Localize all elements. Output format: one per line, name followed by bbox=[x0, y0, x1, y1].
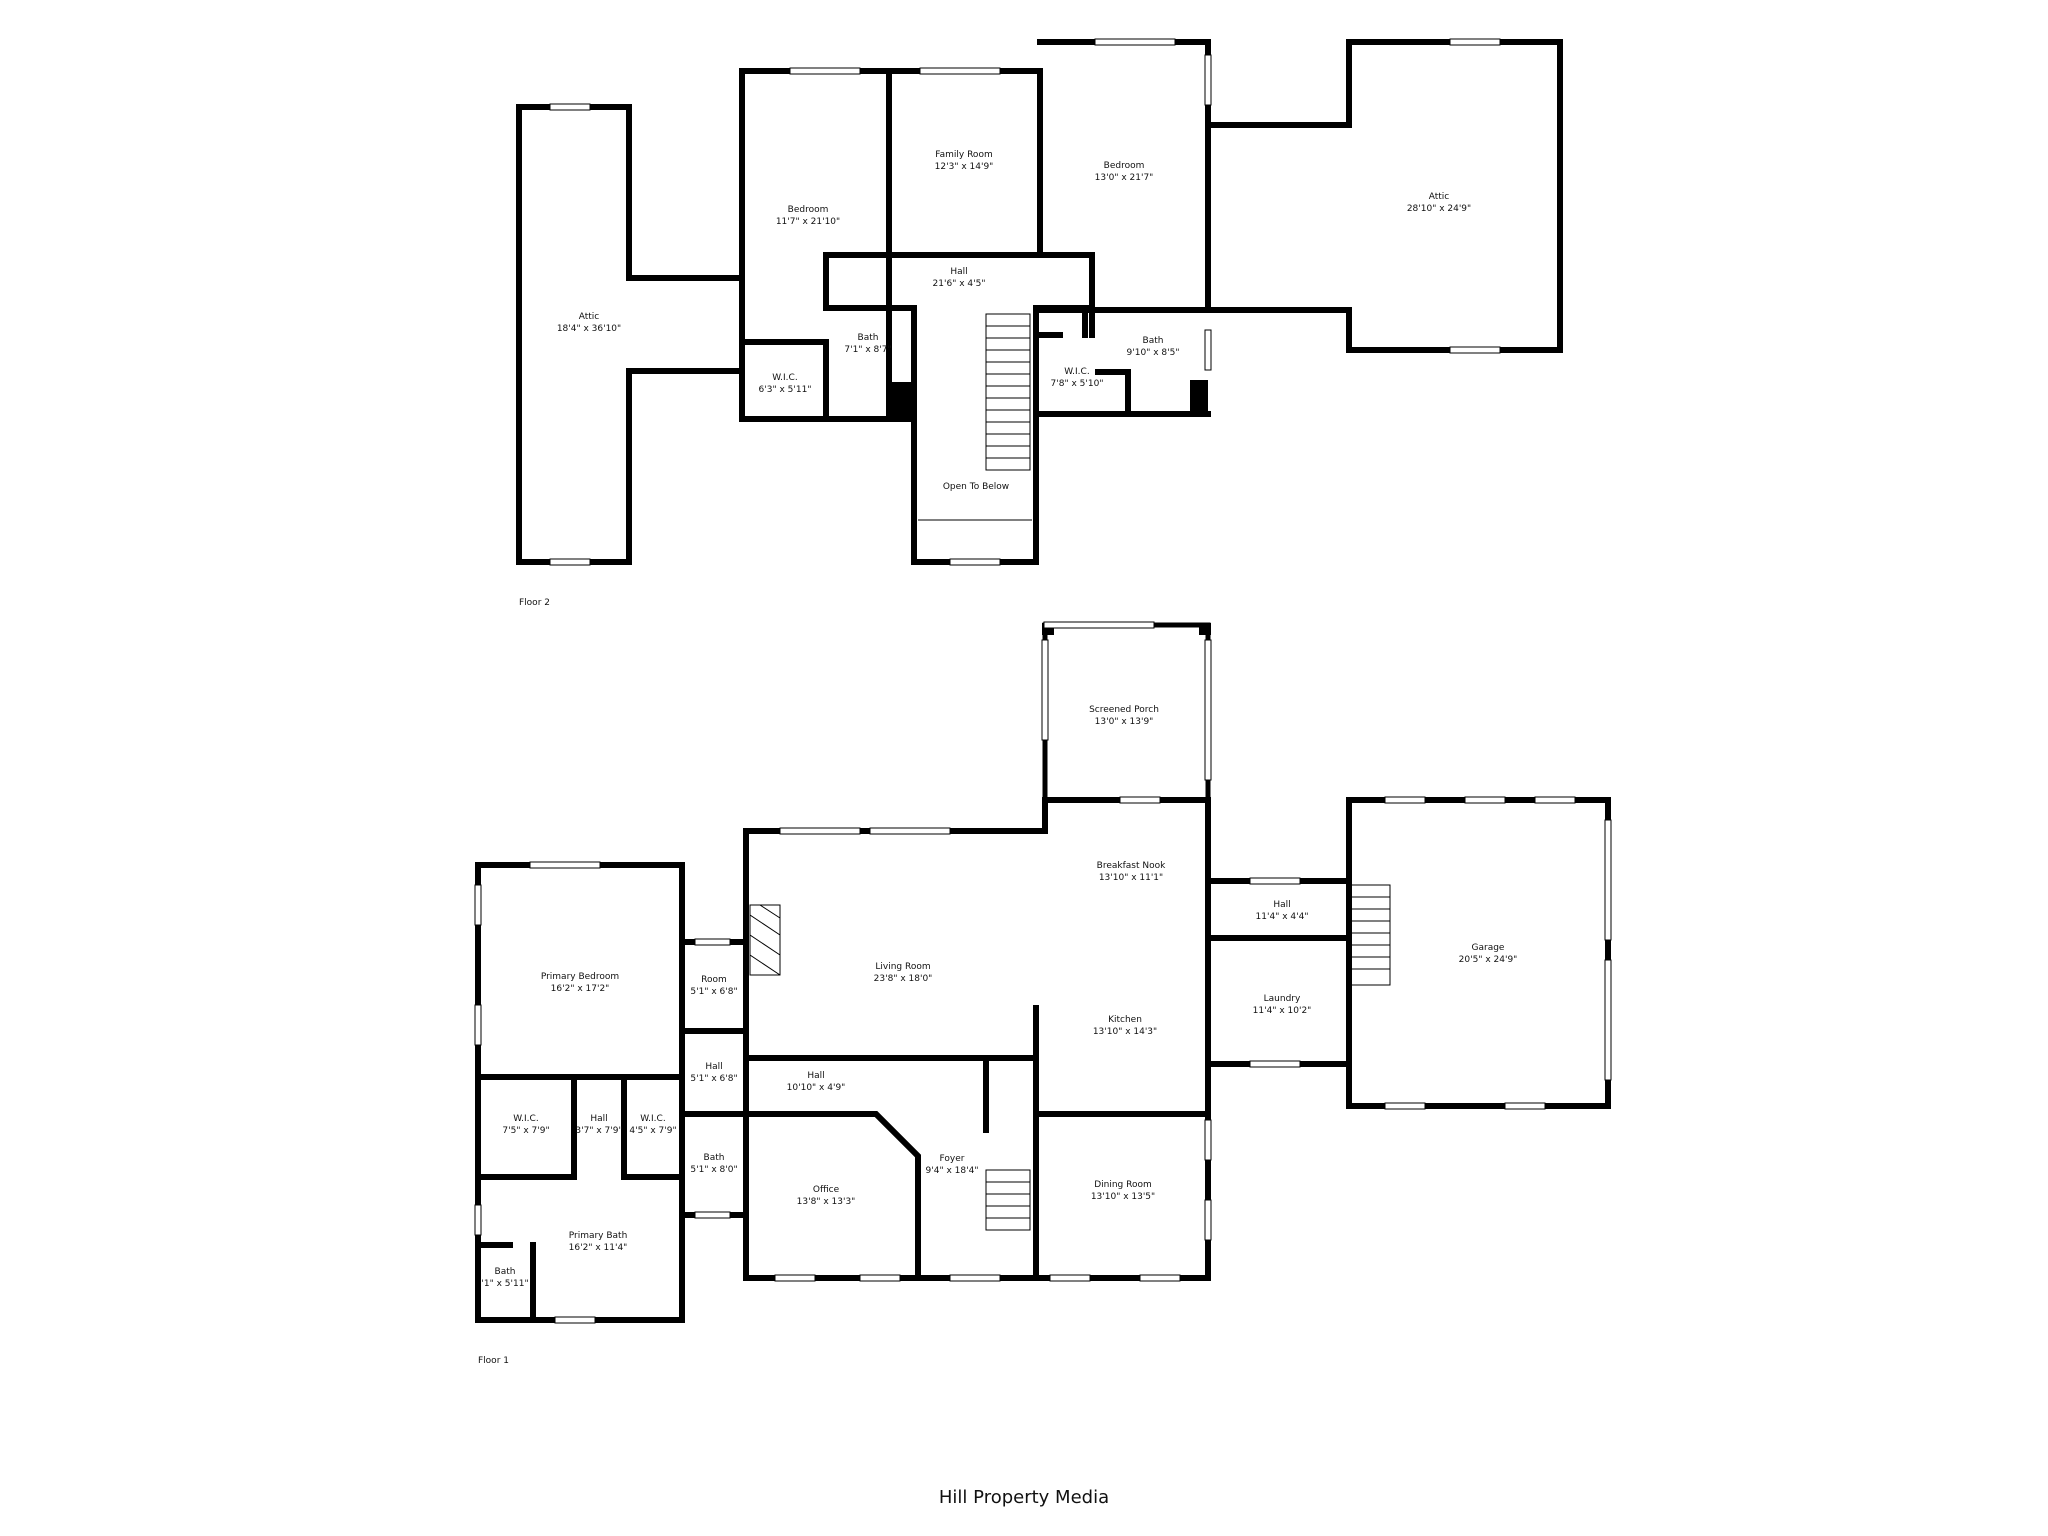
floor-label: Floor 1 bbox=[478, 1356, 509, 1366]
room-name: Hall bbox=[705, 1062, 722, 1072]
room-name: Dining Room bbox=[1094, 1180, 1152, 1190]
room-name: Breakfast Nook bbox=[1097, 861, 1166, 871]
room-name: Office bbox=[813, 1185, 840, 1195]
stairs-and-fixtures bbox=[749, 313, 1391, 1231]
room-dims: 10'10" x 4'9" bbox=[787, 1083, 846, 1093]
room-name: Primary Bedroom bbox=[541, 972, 619, 982]
room-name: Kitchen bbox=[1108, 1015, 1142, 1025]
room-dims: '1" x 5'11" bbox=[481, 1279, 528, 1289]
room-dims: 9'4" x 18'4" bbox=[926, 1166, 979, 1176]
room-name: Hall bbox=[1273, 900, 1290, 910]
room-name: Attic bbox=[1429, 192, 1450, 202]
room-name: Laundry bbox=[1264, 994, 1301, 1004]
room-dims: 20'5" x 24'9" bbox=[1459, 955, 1518, 965]
room-dims: 7'8" x 5'10" bbox=[1051, 379, 1104, 389]
room-name: Bath bbox=[1143, 336, 1164, 346]
room-name: Foyer bbox=[940, 1154, 965, 1164]
room-dims: 13'10" x 13'5" bbox=[1091, 1192, 1155, 1202]
room-name: Hall bbox=[807, 1071, 824, 1081]
room-name: Primary Bath bbox=[569, 1231, 628, 1241]
room-name: Open To Below bbox=[943, 482, 1009, 492]
room-name: Bath bbox=[704, 1153, 725, 1163]
room-dims: 13'10" x 14'3" bbox=[1093, 1027, 1157, 1037]
floor-2-walls bbox=[516, 39, 1563, 565]
room-dims: 13'0" x 13'9" bbox=[1095, 717, 1154, 727]
room-name: W.I.C. bbox=[640, 1114, 665, 1124]
room-dims: 6'3" x 5'11" bbox=[759, 385, 812, 395]
room-dims: 5'1" x 6'8" bbox=[690, 1074, 737, 1084]
room-name: Screened Porch bbox=[1089, 705, 1159, 715]
room-dims: 11'7" x 21'10" bbox=[776, 217, 840, 227]
solid-wall-blocks bbox=[890, 380, 1211, 635]
room-name: Bedroom bbox=[788, 205, 829, 215]
room-dims: 11'4" x 4'4" bbox=[1256, 912, 1309, 922]
room-name: Bath bbox=[858, 333, 879, 343]
room-dims: 12'3" x 14'9" bbox=[935, 162, 994, 172]
room-dims: 5'1" x 8'0" bbox=[690, 1165, 737, 1175]
room-dims: 7'5" x 7'9" bbox=[502, 1126, 549, 1136]
room-dims: 13'8" x 13'3" bbox=[797, 1197, 856, 1207]
room-name: Living Room bbox=[875, 962, 930, 972]
room-dims: 7'1" x 8'7" bbox=[844, 345, 891, 355]
room-name: W.I.C. bbox=[513, 1114, 538, 1124]
room-name: Family Room bbox=[935, 150, 992, 160]
room-dims: 16'2" x 11'4" bbox=[569, 1243, 628, 1253]
room-name: W.I.C. bbox=[772, 373, 797, 383]
room-dims: 13'0" x 21'7" bbox=[1095, 173, 1154, 183]
room-name: W.I.C. bbox=[1064, 367, 1089, 377]
room-name: Room bbox=[701, 975, 727, 985]
room-dims: 3'7" x 7'9" bbox=[575, 1126, 622, 1136]
floor-1-walls bbox=[475, 622, 1611, 1323]
room-dims: 21'6" x 4'5" bbox=[933, 279, 986, 289]
room-dims: 16'2" x 17'2" bbox=[551, 984, 610, 994]
room-dims: 13'10" x 11'1" bbox=[1099, 873, 1163, 883]
credit-text: Hill Property Media bbox=[938, 1487, 1110, 1508]
room-dims: 5'1" x 6'8" bbox=[690, 987, 737, 997]
room-name: Bath bbox=[495, 1267, 516, 1277]
room-name: Hall bbox=[950, 267, 967, 277]
room-labels: Attic 18'4" x 36'10" Bedroom 11'7" x 21'… bbox=[481, 150, 1517, 1289]
room-dims: 9'10" x 8'5" bbox=[1127, 348, 1180, 358]
room-dims: 23'8" x 18'0" bbox=[874, 974, 933, 984]
room-dims: 11'4" x 10'2" bbox=[1253, 1006, 1312, 1016]
room-name: Garage bbox=[1472, 943, 1505, 953]
room-dims: 4'5" x 7'9" bbox=[629, 1126, 676, 1136]
room-name: Bedroom bbox=[1104, 161, 1145, 171]
room-dims: 28'10" x 24'9" bbox=[1407, 204, 1471, 214]
room-name: Hall bbox=[590, 1114, 607, 1124]
room-dims: 18'4" x 36'10" bbox=[557, 324, 621, 334]
room-name: Attic bbox=[579, 312, 600, 322]
floor-label: Floor 2 bbox=[519, 598, 550, 608]
windows bbox=[474, 38, 1612, 1324]
